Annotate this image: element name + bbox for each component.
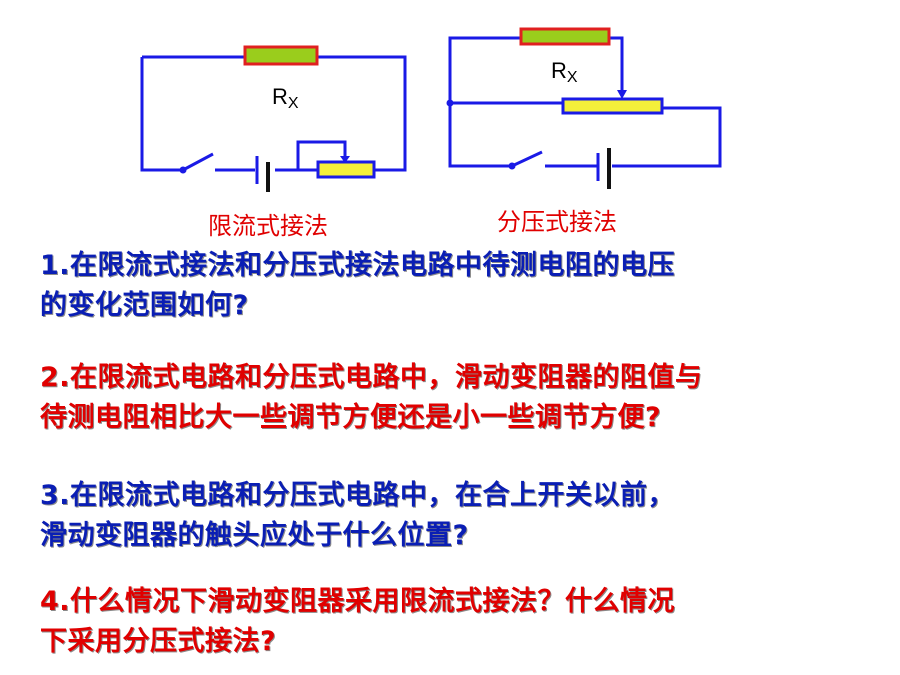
right-switch-lever — [511, 150, 543, 168]
divider-circuit — [448, 36, 722, 168]
question-1-line-2: 的变化范围如何? — [40, 290, 249, 321]
right-slider-arrow — [617, 90, 627, 99]
left-slider-wire — [296, 140, 347, 170]
question-4-line-2: 下采用分压式接法? — [40, 626, 277, 657]
left-wire-right — [317, 55, 407, 172]
question-3-line-1: 3.在限流式电路和分压式电路中，在合上开关以前， — [40, 480, 676, 511]
left-wire-left — [140, 57, 183, 172]
question-3-line-2: 滑动变阻器的触头应处于什么位置? — [40, 520, 469, 551]
right-rx-resistor — [519, 27, 611, 46]
left-rheostat — [316, 160, 376, 179]
question-1-line-1: 1.在限流式接法和分压式接法电路中待测电阻的电压 — [40, 250, 676, 281]
question-4: 4.什么情况下滑动变阻器采用限流式接法？什么情况 下采用分压式接法? — [40, 582, 675, 662]
right-wire-top-right — [609, 36, 624, 92]
left-switch-lever — [182, 152, 214, 172]
question-2: 2.在限流式电路和分压式电路中，滑动变阻器的阻值与 待测电阻相比大一些调节方便还… — [40, 358, 703, 438]
left-rx-label: RX — [272, 84, 299, 112]
right-rx-label: RX — [551, 58, 578, 86]
limiting-caption: 限流式接法 — [208, 212, 328, 240]
question-4-line-1: 4.什么情况下滑动变阻器采用限流式接法？什么情况 — [40, 586, 676, 617]
left-slider-arrow — [340, 156, 350, 163]
divider-caption: 分压式接法 — [497, 208, 617, 236]
limiting-circuit — [140, 55, 407, 172]
question-1: 1.在限流式接法和分压式接法电路中待测电阻的电压 的变化范围如何? — [40, 246, 675, 326]
left-rx-resistor — [243, 45, 319, 66]
question-2-line-1: 2.在限流式电路和分压式电路中，滑动变阻器的阻值与 — [40, 362, 703, 393]
right-switch-pivot — [508, 162, 516, 170]
right-junction — [446, 99, 454, 107]
question-2-line-2: 待测电阻相比大一些调节方便还是小一些调节方便? — [40, 402, 662, 433]
right-wire-right — [612, 106, 722, 168]
right-rheostat — [561, 97, 664, 115]
question-3: 3.在限流式电路和分压式电路中，在合上开关以前， 滑动变阻器的触头应处于什么位置… — [40, 476, 675, 556]
left-switch-pivot — [179, 166, 187, 174]
